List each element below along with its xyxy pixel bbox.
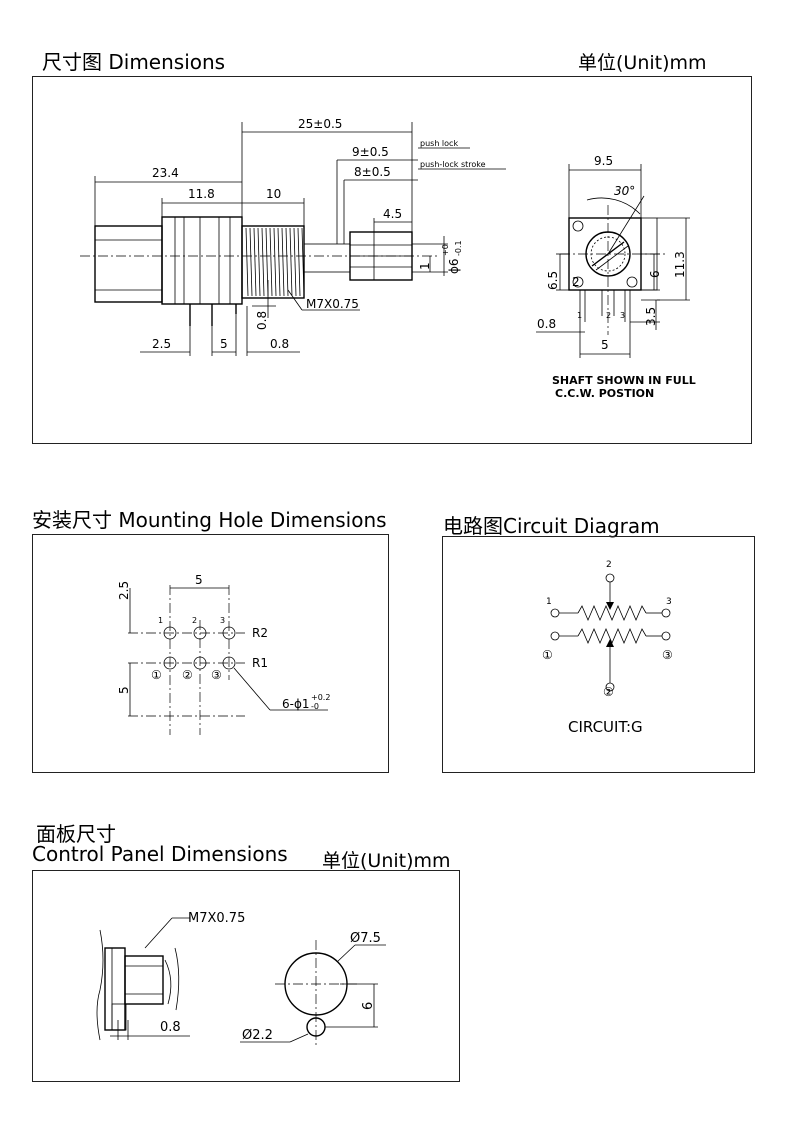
note-line-1: SHAFT SHOWN IN FULL (552, 374, 696, 387)
panel-dim-0-8: 0.8 (160, 1020, 181, 1035)
label-thread: M7X0.75 (306, 297, 359, 311)
thread-line (269, 227, 273, 297)
dimensions-unit: 单位(Unit)mm (578, 52, 707, 74)
note-line-2: C.C.W. POSTION (555, 387, 654, 400)
thread-line (289, 227, 293, 297)
dim-shaft-tol-upper: +0 (441, 244, 450, 256)
dim-2-5: 2.5 (152, 337, 171, 351)
dim-9-5: 9.5 (594, 154, 613, 168)
dimensions-frame (32, 76, 752, 444)
dim-side-0-8: 0.8 (537, 317, 556, 331)
panel-label-thread: M7X0.75 (188, 911, 245, 926)
circuit-pin-right-3: 3 (666, 597, 672, 607)
pin-label-2: 2 (572, 275, 580, 289)
circuit-pin-circled-2: ② (603, 685, 614, 699)
mount-dim-5-top: 5 (195, 573, 203, 587)
panel-title-en: Control Panel Dimensions (32, 842, 288, 866)
thread-line (277, 227, 281, 297)
dim-0-8: 0.8 (270, 337, 289, 351)
dim-shaft-dia: ϕ6 (447, 258, 461, 274)
hole-circled-3: ③ (211, 668, 222, 682)
holes-tol-lower: -0 (311, 702, 319, 711)
dim-1: 1 (418, 262, 432, 270)
mounting-diagram: 5 2.5 5 1 2 3 R2 R1 ① ② ③ 6-ϕ1 +0.2 -0 (117, 573, 330, 735)
circuit-pin-circled-3: ③ (662, 648, 673, 662)
mounting-title: 安装尺寸 Mounting Hole Dimensions (32, 508, 387, 532)
dim-shaft-tol-lower: -0.1 (454, 240, 463, 256)
holes-spec: 6-ϕ1 (282, 697, 310, 711)
dim-10: 10 (266, 187, 281, 201)
mounting-frame (32, 534, 389, 773)
panel-unit: 单位(Unit)mm (322, 850, 451, 872)
panel-title-cn: 面板尺寸 (36, 822, 116, 846)
dim-4-5: 4.5 (383, 207, 402, 221)
dim-0-8-vertical: 0.8 (255, 311, 269, 330)
holes-tol-upper: +0.2 (311, 693, 330, 702)
thread-lines (245, 227, 305, 297)
label-push-lock-stroke: push-lock stroke (420, 160, 486, 169)
thread-line (297, 227, 301, 297)
circuit-pin-circled-1: ① (542, 648, 553, 662)
thread-line (253, 227, 257, 297)
panel-dia-2-2: Ø2.2 (242, 1028, 273, 1043)
dim-3-5: 3.5 (644, 307, 658, 326)
dim-angle: 30° (614, 184, 635, 198)
dim-9: 9±0.5 (352, 145, 389, 159)
thread-line (273, 227, 277, 297)
dim-25: 25±0.5 (298, 117, 342, 131)
panel-dia-7-5: Ø7.5 (350, 931, 381, 946)
circuit-pin-left-1: 1 (546, 597, 552, 607)
row-r2: R2 (252, 626, 268, 640)
hole-1: 1 (158, 616, 163, 625)
circuit-pin-top-2: 2 (606, 560, 612, 570)
dimensions-title: 尺寸图 Dimensions (42, 50, 226, 74)
thread-line (301, 227, 305, 297)
thread-line (285, 227, 289, 297)
circuit-frame (442, 536, 755, 773)
dim-11-3: 11.3 (673, 251, 687, 278)
pin-label-2b: 2 (606, 311, 611, 320)
thread-line (293, 227, 297, 297)
mount-dim-2-5: 2.5 (117, 581, 131, 600)
dim-23-4: 23.4 (152, 166, 179, 180)
pin-label-1: 1 (577, 311, 582, 320)
dim-side-5: 5 (601, 338, 609, 352)
thread-line (257, 227, 261, 297)
row-r1: R1 (252, 656, 268, 670)
thread-line (249, 227, 253, 297)
circuit-diagram: 2 1 3 ① ③ ② CIRCUIT:G (542, 560, 673, 736)
thread-line (281, 227, 285, 297)
dim-11-8: 11.8 (188, 187, 215, 201)
front-view: 25±0.5 push lock 9±0.5 push-lock stroke … (80, 117, 506, 356)
hole-2: 2 (192, 616, 197, 625)
hole-3: 3 (220, 616, 225, 625)
panel-diagram: 0.8 M7X0.75 Ø7.5 6 Ø2.2 (96, 911, 386, 1045)
label-push-lock: push lock (420, 139, 458, 148)
hole-circled-1: ① (151, 668, 162, 682)
dim-6-5: 6.5 (546, 271, 560, 290)
dim-5: 5 (220, 337, 228, 351)
thread-line (261, 227, 265, 297)
mount-dim-5-left: 5 (117, 686, 131, 694)
panel-frame (32, 870, 460, 1082)
pin-label-3: 3 (620, 311, 625, 320)
dim-8: 8±0.5 (354, 165, 391, 179)
hole-circled-2: ② (182, 668, 193, 682)
circuit-name: CIRCUIT:G (568, 718, 643, 736)
end-view: 9.5 30° 6.5 11.3 6 2 1 2 3 3.5 0.8 (536, 154, 696, 400)
thread-line (245, 227, 249, 297)
circuit-title: 电路图Circuit Diagram (443, 514, 660, 538)
panel-dim-6: 6 (361, 1002, 376, 1010)
dim-6: 6 (648, 270, 662, 278)
